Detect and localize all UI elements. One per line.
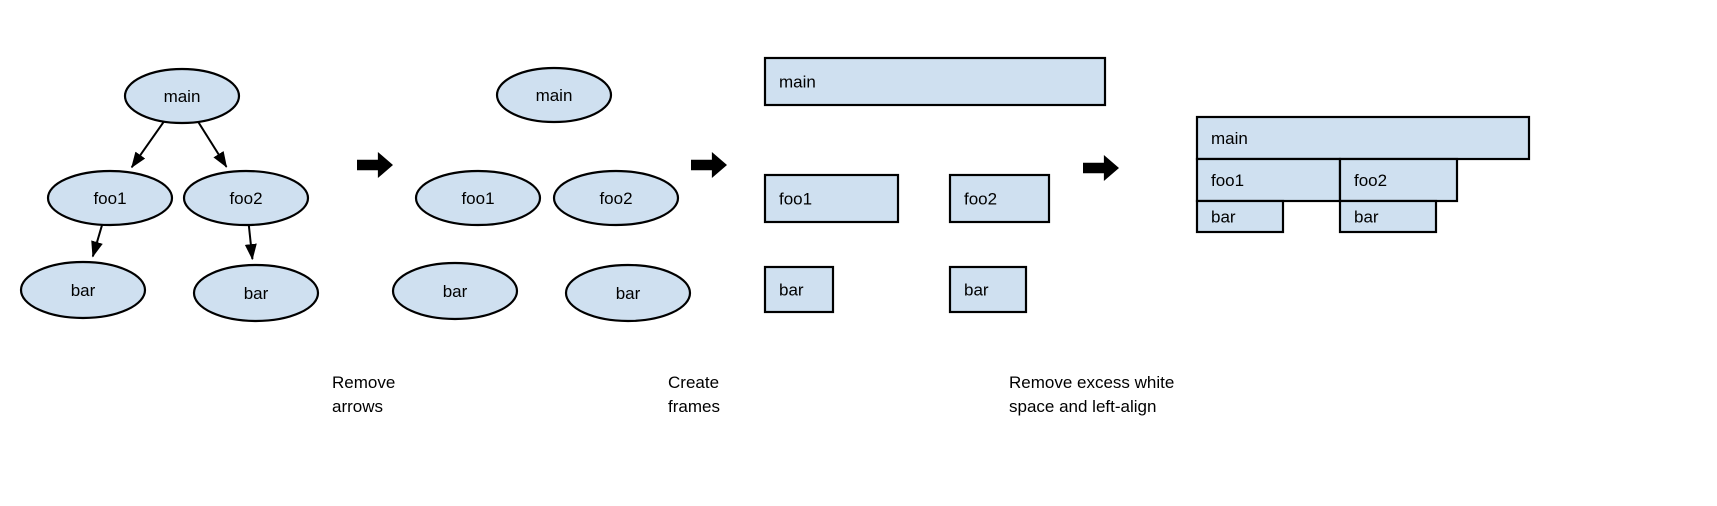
edge-main-to-foo2 <box>197 121 228 168</box>
rect-shape <box>1338 199 1438 234</box>
node-label: bar <box>244 284 269 303</box>
node-label: foo2 <box>229 189 262 208</box>
node-stage-frames-bar-left[interactable]: bar <box>763 265 835 314</box>
node-stage-treemap-main[interactable]: main <box>1195 115 1531 161</box>
node-label: main <box>1211 129 1248 148</box>
node-stage-no-arrows-bar-right[interactable]: bar <box>564 263 692 323</box>
caption-create-frames: Create frames <box>668 373 720 416</box>
rect-shape <box>948 173 1051 224</box>
node-stage-tree-foo1[interactable]: foo1 <box>46 169 174 227</box>
caption-line: Remove <box>332 373 395 392</box>
stage-treemap: main foo1 foo2 bar bar <box>1195 115 1531 234</box>
rect-shape <box>1195 115 1531 161</box>
node-stage-frames-foo2[interactable]: foo2 <box>948 173 1051 224</box>
caption-remove-arrows: Remove arrows <box>332 373 395 416</box>
rect-shape <box>763 173 900 224</box>
caption-line: arrows <box>332 397 383 416</box>
ellipse-shape <box>123 67 241 125</box>
node-stage-tree-bar-right[interactable]: bar <box>192 263 320 323</box>
arrow-1-icon <box>357 152 393 178</box>
node-label: bar <box>616 284 641 303</box>
node-stage-no-arrows-main[interactable]: main <box>495 66 613 124</box>
rect-shape <box>763 56 1107 107</box>
stage-frames: main foo1 foo2 bar bar <box>763 56 1107 314</box>
ellipse-shape <box>495 66 613 124</box>
ellipse-shape <box>552 169 680 227</box>
node-label: main <box>536 86 573 105</box>
ellipse-shape <box>19 260 147 320</box>
node-stage-frames-foo1[interactable]: foo1 <box>763 173 900 224</box>
ellipse-shape <box>391 261 519 321</box>
node-stage-frames-bar-right[interactable]: bar <box>948 265 1028 314</box>
stage-no-arrows: main foo1 foo2 bar bar <box>391 66 692 323</box>
node-label: main <box>164 87 201 106</box>
node-label: bar <box>443 282 468 301</box>
ellipse-shape <box>46 169 174 227</box>
node-label: bar <box>1354 208 1379 227</box>
node-stage-treemap-bar-left[interactable]: bar <box>1195 199 1285 234</box>
node-label: bar <box>71 281 96 300</box>
node-stage-no-arrows-foo2[interactable]: foo2 <box>552 169 680 227</box>
rect-shape <box>1195 199 1285 234</box>
node-stage-treemap-foo1[interactable]: foo1 <box>1195 157 1342 203</box>
edge-foo1-to-bar-left <box>91 224 104 258</box>
arrow-3-icon <box>1083 155 1119 181</box>
caption-remove-whitespace: Remove excess white space and left-align <box>1009 373 1174 416</box>
node-label: bar <box>779 281 804 300</box>
stage-tree: main foo1 foo2 bar bar <box>19 67 320 323</box>
node-stage-treemap-foo2[interactable]: foo2 <box>1338 157 1459 203</box>
node-label: foo2 <box>964 190 997 209</box>
edge-foo2-to-bar-right <box>244 224 257 261</box>
node-label: bar <box>964 281 989 300</box>
ellipse-shape <box>564 263 692 323</box>
node-stage-treemap-bar-right[interactable]: bar <box>1338 199 1438 234</box>
caption-line: Create <box>668 373 719 392</box>
ellipse-shape <box>182 169 310 227</box>
node-stage-frames-main[interactable]: main <box>763 56 1107 107</box>
caption-line: frames <box>668 397 720 416</box>
caption-line: space and left-align <box>1009 397 1156 416</box>
node-stage-no-arrows-foo1[interactable]: foo1 <box>414 169 542 227</box>
node-label: main <box>779 73 816 92</box>
rect-shape <box>763 265 835 314</box>
rect-shape <box>948 265 1028 314</box>
node-stage-tree-foo2[interactable]: foo2 <box>182 169 310 227</box>
arrow-2-icon <box>691 152 727 178</box>
rect-shape <box>1195 157 1342 203</box>
node-label: bar <box>1211 208 1236 227</box>
node-stage-tree-main[interactable]: main <box>123 67 241 125</box>
ellipse-shape <box>414 169 542 227</box>
node-label: foo1 <box>1211 171 1244 190</box>
node-label: foo1 <box>461 189 494 208</box>
node-label: foo1 <box>93 189 126 208</box>
node-stage-tree-bar-left[interactable]: bar <box>19 260 147 320</box>
node-label: foo2 <box>1354 171 1387 190</box>
edge-main-to-foo1 <box>130 121 165 169</box>
caption-line: Remove excess white <box>1009 373 1174 392</box>
node-label: foo2 <box>599 189 632 208</box>
node-label: foo1 <box>779 190 812 209</box>
node-stage-no-arrows-bar-left[interactable]: bar <box>391 261 519 321</box>
ellipse-shape <box>192 263 320 323</box>
